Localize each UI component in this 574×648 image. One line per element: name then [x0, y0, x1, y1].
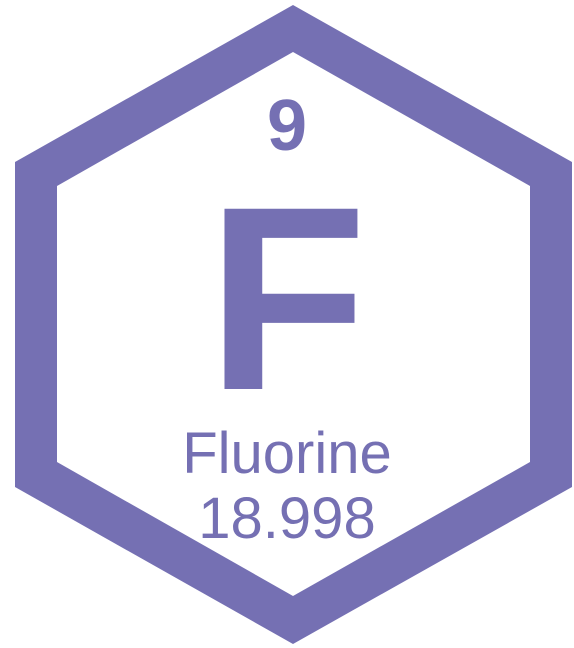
hexagon-inner [57, 52, 530, 596]
atomic-number: 9 [266, 86, 308, 166]
atomic-mass: 18.998 [198, 486, 376, 551]
element-name: Fluorine [182, 421, 392, 486]
element-symbol: F [206, 152, 368, 445]
